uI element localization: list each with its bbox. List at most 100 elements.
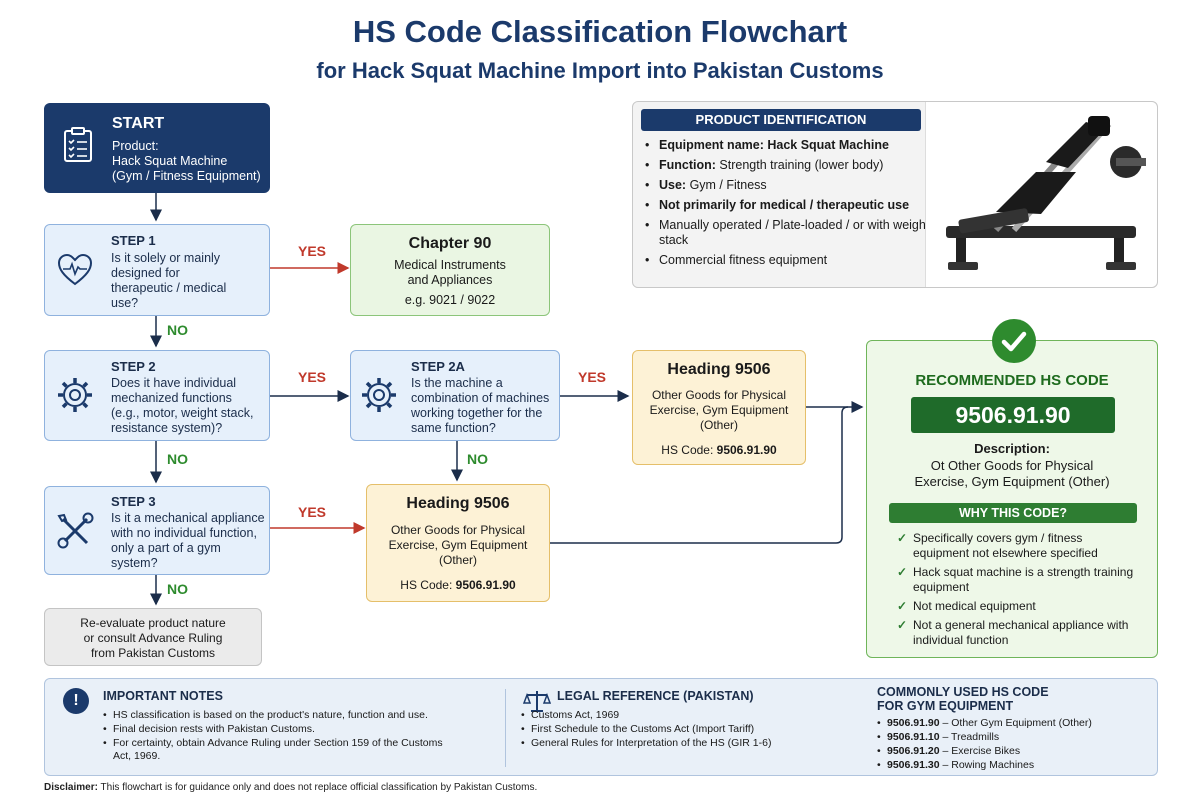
step2-title: STEP 2 — [111, 359, 156, 374]
step2-yes-label: YES — [298, 369, 327, 385]
step1-q1: Is it solely or mainly — [111, 251, 221, 265]
start-line1: Product: — [112, 139, 159, 153]
common-codes-heading-line2: FOR GYM EQUIPMENT — [877, 699, 1014, 713]
why-item: ✓Hack squat machine is a strength traini… — [897, 565, 1137, 595]
product-identification-panel: PRODUCT IDENTIFICATION Equipment name: H… — [632, 101, 1158, 288]
recommended-description-heading: Description: — [974, 441, 1050, 456]
heading9506-a-line2: Exercise, Gym Equipment — [649, 403, 789, 417]
product-identification-heading: PRODUCT IDENTIFICATION — [641, 109, 921, 131]
why-this-code-heading: WHY THIS CODE? — [889, 503, 1137, 523]
reevaluate-line2: or consult Advance Ruling — [83, 631, 223, 645]
important-notes-list: HS classification is based on the produc… — [103, 709, 453, 764]
step1-box: STEP 1 Is it solely or mainly designed f… — [44, 224, 270, 316]
step2a-no-label: NO — [467, 451, 488, 467]
product-item-bold: Function: — [659, 158, 716, 172]
common-code-item: 9506.91.10 – Treadmills — [877, 731, 1147, 744]
start-box: START Product: Hack Squat Machine (Gym /… — [44, 103, 270, 193]
heading9506-box-a: Heading 9506 Other Goods for Physical Ex… — [632, 350, 806, 465]
product-item-bold: Use: — [659, 178, 687, 192]
info-icon: ! — [63, 688, 89, 714]
common-code-desc: – Treadmills — [939, 731, 1000, 743]
heading9506-a-line1: Other Goods for Physical — [651, 388, 787, 402]
heading9506-b-code-line: HS Code: 9506.91.90 — [367, 578, 549, 592]
chapter90-line2: and Appliances — [407, 273, 493, 287]
disclaimer-label: Disclaimer: — [44, 782, 98, 793]
divider — [505, 689, 506, 767]
chapter90-title: Chapter 90 — [408, 235, 492, 252]
chapter90-line3: e.g. 9021 / 9022 — [404, 293, 496, 307]
step3-q4: system? — [111, 556, 158, 570]
heading9506-a-code-line: HS Code: 9506.91.90 — [633, 443, 805, 457]
page-subtitle: for Hack Squat Machine Import into Pakis… — [316, 58, 884, 83]
step2a-box: STEP 2A Is the machine a combination of … — [350, 350, 560, 441]
step2-box: STEP 2 Does it have individual mechanize… — [44, 350, 270, 441]
common-code: 9506.91.90 — [887, 717, 940, 729]
notes-panel: ! IMPORTANT NOTES HS classification is b… — [44, 678, 1158, 776]
common-code: 9506.91.10 — [887, 731, 940, 743]
step1-title: STEP 1 — [111, 233, 156, 248]
legal-item: First Schedule to the Customs Act (Impor… — [521, 723, 821, 736]
reevaluate-line1: Re-evaluate product nature — [80, 616, 226, 630]
product-item: Manually operated / Plate-loaded / or wi… — [645, 218, 935, 248]
recommended-hs-code-panel: RECOMMENDED HS CODE 9506.91.90 Descripti… — [866, 319, 1158, 658]
step2a-q1: Is the machine a — [411, 376, 503, 390]
legal-reference-list: Customs Act, 1969 First Schedule to the … — [521, 709, 821, 751]
step1-q4: use? — [111, 296, 139, 310]
arrow-h9506b-rec — [550, 406, 849, 544]
legal-item: Customs Act, 1969 — [521, 709, 821, 722]
product-item: Commercial fitness equipment — [645, 253, 935, 268]
heading9506-a-code: 9506.91.90 — [716, 443, 777, 457]
step2a-yes-label: YES — [578, 369, 607, 385]
heading9506-b-line2: Exercise, Gym Equipment — [388, 538, 528, 552]
check-icon: ✓ — [897, 599, 908, 613]
gear-icon — [55, 375, 95, 415]
common-code: 9506.91.20 — [887, 745, 940, 757]
why-this-code-list: ✓ Specifically covers gym / fitness equip… — [897, 531, 1137, 652]
note-item: For certainty, obtain Advance Ruling und… — [103, 737, 453, 763]
disclaimer: Disclaimer: This flowchart is for guidan… — [44, 782, 537, 793]
common-code-desc: – Other Gym Equipment (Other) — [939, 717, 1092, 729]
heading9506-b-title: Heading 9506 — [406, 495, 510, 512]
product-item: Function: Strength training (lower body) — [645, 158, 935, 173]
step3-box: STEP 3 Is it a mechanical appliance with… — [44, 486, 270, 575]
heading9506-b-line3: (Other) — [438, 553, 477, 567]
recommended-code: 9506.91.90 — [911, 397, 1115, 433]
heart-pulse-icon — [55, 250, 95, 290]
common-code-desc: – Exercise Bikes — [939, 745, 1021, 757]
step1-no-label: NO — [167, 322, 188, 338]
step2a-title: STEP 2A — [411, 359, 465, 374]
step2-q1: Does it have individual — [111, 376, 237, 390]
reevaluate-box: Re-evaluate product nature or consult Ad… — [44, 608, 262, 666]
product-item: Use: Gym / Fitness — [645, 178, 935, 193]
why-item-text: Specifically covers gym / fitness equipm… — [913, 531, 1098, 560]
step3-q1: Is it a mechanical appliance — [111, 511, 265, 525]
step2-q4: resistance system)? — [111, 421, 223, 435]
check-icon: ✓ — [897, 618, 908, 632]
heading9506-a-title: Heading 9506 — [667, 361, 771, 378]
step3-yes-label: YES — [298, 504, 327, 520]
step2a-q4: same function? — [411, 421, 496, 435]
product-item-bold: Equipment name: Hack Squat Machine — [659, 138, 889, 152]
step2-q3: (e.g., motor, weight stack, — [111, 406, 254, 420]
product-identification-list: Equipment name: Hack Squat Machine Funct… — [645, 138, 935, 273]
clipboard-icon — [58, 125, 98, 165]
checkmark-icon — [992, 319, 1036, 363]
product-item-text: Strength training (lower body) — [715, 158, 884, 172]
why-item-text: Not medical equipment — [913, 599, 1036, 613]
step3-no-label: NO — [167, 581, 188, 597]
step3-q2: with no individual function, — [111, 526, 257, 540]
reevaluate-line3: from Pakistan Customs — [90, 646, 216, 660]
why-item: ✓Not a general mechanical appliance with… — [897, 618, 1137, 648]
important-notes-heading: IMPORTANT NOTES — [103, 689, 223, 703]
heading9506-a-code-label: HS Code: — [661, 443, 714, 457]
step1-yes-label: YES — [298, 243, 327, 259]
gear-icon — [359, 375, 399, 415]
disclaimer-text: This flowchart is for guidance only and … — [97, 782, 538, 793]
step2a-q3: working together for the — [411, 406, 543, 420]
common-codes-heading-line1: COMMONLY USED HS CODE — [877, 685, 1049, 699]
why-item: ✓Specifically covers gym / fitness equip… — [897, 531, 1137, 561]
why-item: ✓ Not medical equipment — [897, 599, 1137, 614]
check-icon: ✓ — [897, 565, 908, 579]
legal-reference-heading: LEGAL REFERENCE (PAKISTAN) — [557, 689, 754, 703]
